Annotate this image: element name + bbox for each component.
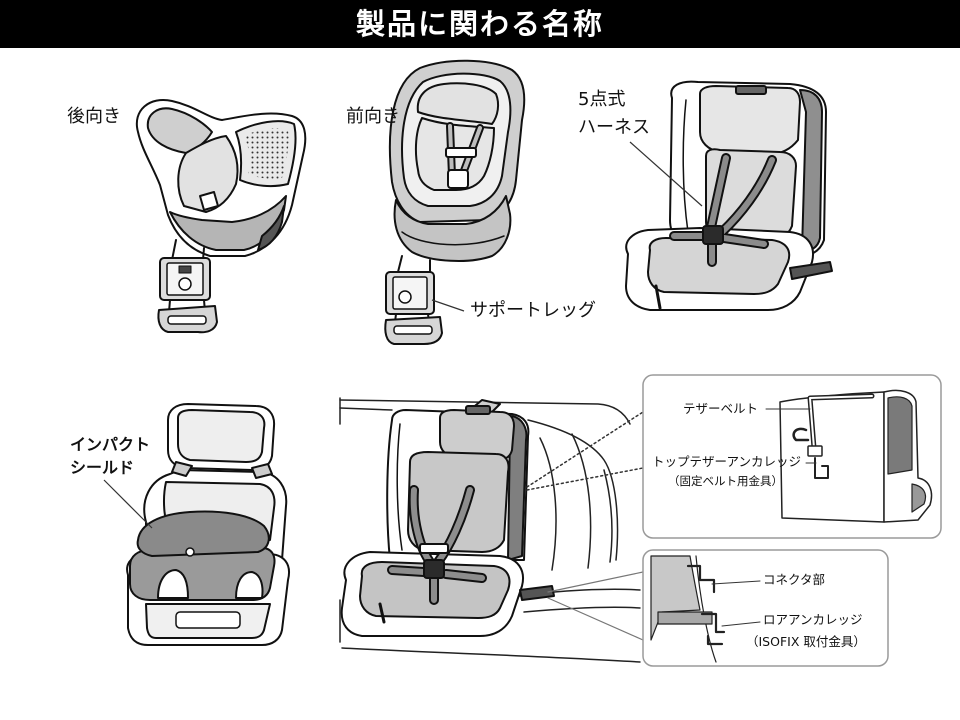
rear-facing-label: 後向き bbox=[67, 106, 121, 127]
tether-hook bbox=[792, 427, 810, 442]
isofix-arm bbox=[519, 585, 555, 601]
seat-cushion bbox=[177, 135, 239, 213]
chest-clip bbox=[419, 543, 449, 554]
vehicle-door-edge bbox=[527, 419, 619, 561]
impact-shield-label-line2: シールド bbox=[70, 458, 135, 477]
base-trim bbox=[401, 231, 505, 246]
shield-knob bbox=[185, 547, 195, 557]
tether-belt-label: テザーベルト bbox=[683, 401, 759, 416]
support-leg-label: サポートレッグ bbox=[470, 300, 596, 321]
vehicle-seat-cushion bbox=[523, 606, 641, 613]
rear-facing-seat bbox=[135, 99, 307, 334]
harness-buckle bbox=[447, 169, 469, 189]
vehicle-ceiling-line bbox=[339, 407, 393, 411]
base-opening bbox=[175, 611, 241, 629]
foot-slot bbox=[393, 325, 433, 335]
label-leaders bbox=[103, 141, 703, 529]
child-seat-wing bbox=[887, 396, 913, 475]
vehicle-interior bbox=[339, 397, 641, 663]
shield-pad bbox=[136, 510, 270, 557]
title-banner: 製品に関わる名称 bbox=[0, 0, 960, 48]
forward-facing-label: 前向き bbox=[346, 106, 400, 127]
foot-slot bbox=[167, 315, 207, 325]
headrest bbox=[416, 82, 500, 125]
tether-adjuster bbox=[807, 445, 823, 457]
callout-lines bbox=[526, 411, 644, 641]
tether-callout-line bbox=[526, 467, 644, 491]
ventilation-mesh bbox=[244, 128, 289, 179]
lower-anchor bbox=[700, 612, 726, 646]
impact-shield-seat bbox=[126, 403, 290, 646]
tether-belt-face bbox=[809, 395, 873, 449]
head-pad bbox=[146, 107, 213, 154]
harness-leader bbox=[629, 141, 703, 207]
isofix-callout-line bbox=[547, 597, 644, 641]
impact-shield-leader bbox=[103, 479, 153, 529]
left-wing-edge bbox=[682, 99, 689, 233]
harness-label-line1: 5点式 bbox=[578, 89, 626, 110]
support-leg-leader bbox=[431, 299, 465, 312]
belt-guide bbox=[251, 463, 273, 479]
vehicle-door-panel bbox=[571, 433, 592, 569]
support-leg-button bbox=[398, 290, 412, 304]
top-tether-anchorage-label: トップテザーアンカレッジ bbox=[652, 454, 802, 469]
lower-anchorage-label: ロアアンカレッジ bbox=[763, 612, 863, 627]
shield-arm bbox=[157, 569, 189, 599]
headrest-handle bbox=[465, 405, 491, 415]
belt-guide bbox=[171, 461, 193, 477]
tether-callout-line bbox=[526, 411, 644, 488]
harness-label-line2: ハーネス bbox=[578, 117, 650, 138]
top-tether-anchorage-note: （固定ベルト用金具） bbox=[668, 474, 783, 488]
isofix-callout-line bbox=[547, 571, 644, 593]
left-wing-edge bbox=[396, 423, 403, 551]
page-title: 製品に関わる名称 bbox=[355, 7, 604, 41]
vehicle-floor bbox=[341, 647, 641, 663]
adjuster-strap bbox=[378, 602, 386, 624]
vehicle-door-panel bbox=[539, 437, 557, 571]
adjuster-strap bbox=[654, 284, 662, 310]
back-cushion bbox=[407, 451, 510, 553]
forward-facing-seat bbox=[384, 59, 526, 345]
vehicle-ceiling-line bbox=[339, 399, 631, 425]
child-seat-side bbox=[911, 483, 927, 513]
chest-clip bbox=[445, 147, 477, 158]
base-side-panel bbox=[257, 205, 285, 251]
lower-anchorage-leader bbox=[721, 621, 761, 627]
side-wing bbox=[507, 415, 528, 561]
support-leg-bar bbox=[171, 239, 177, 261]
headrest bbox=[699, 85, 801, 155]
connector-label: コネクタ部 bbox=[763, 572, 826, 587]
top-tether-anchor bbox=[814, 457, 829, 479]
support-leg-button bbox=[178, 277, 192, 291]
installed-seat bbox=[340, 399, 555, 637]
lower-anchorage-note: （ISOFIX 取付金具） bbox=[746, 634, 866, 649]
harness-buckle bbox=[702, 225, 724, 245]
harness-strap-face bbox=[671, 155, 775, 265]
harness-buckle bbox=[423, 559, 445, 579]
headrest-cushion bbox=[177, 409, 266, 463]
tether-inset bbox=[642, 374, 942, 539]
isofix-arm bbox=[657, 611, 713, 625]
shield-arm bbox=[235, 571, 264, 599]
support-leg-bar bbox=[397, 255, 403, 273]
support-leg-indicator bbox=[178, 265, 192, 274]
child-seat-base bbox=[650, 555, 701, 641]
headrest-handle bbox=[735, 85, 767, 95]
connector-leader bbox=[711, 580, 761, 585]
impact-shield-label-line1: インパクト bbox=[70, 435, 151, 454]
isofix-arm bbox=[789, 261, 833, 280]
harness-strap-face bbox=[389, 487, 485, 603]
vehicle-door-panel bbox=[603, 469, 613, 563]
isofix-inset bbox=[642, 549, 889, 667]
harness-booster-seat bbox=[625, 80, 833, 311]
seat-base bbox=[393, 195, 512, 262]
harness-buckle bbox=[199, 191, 219, 211]
